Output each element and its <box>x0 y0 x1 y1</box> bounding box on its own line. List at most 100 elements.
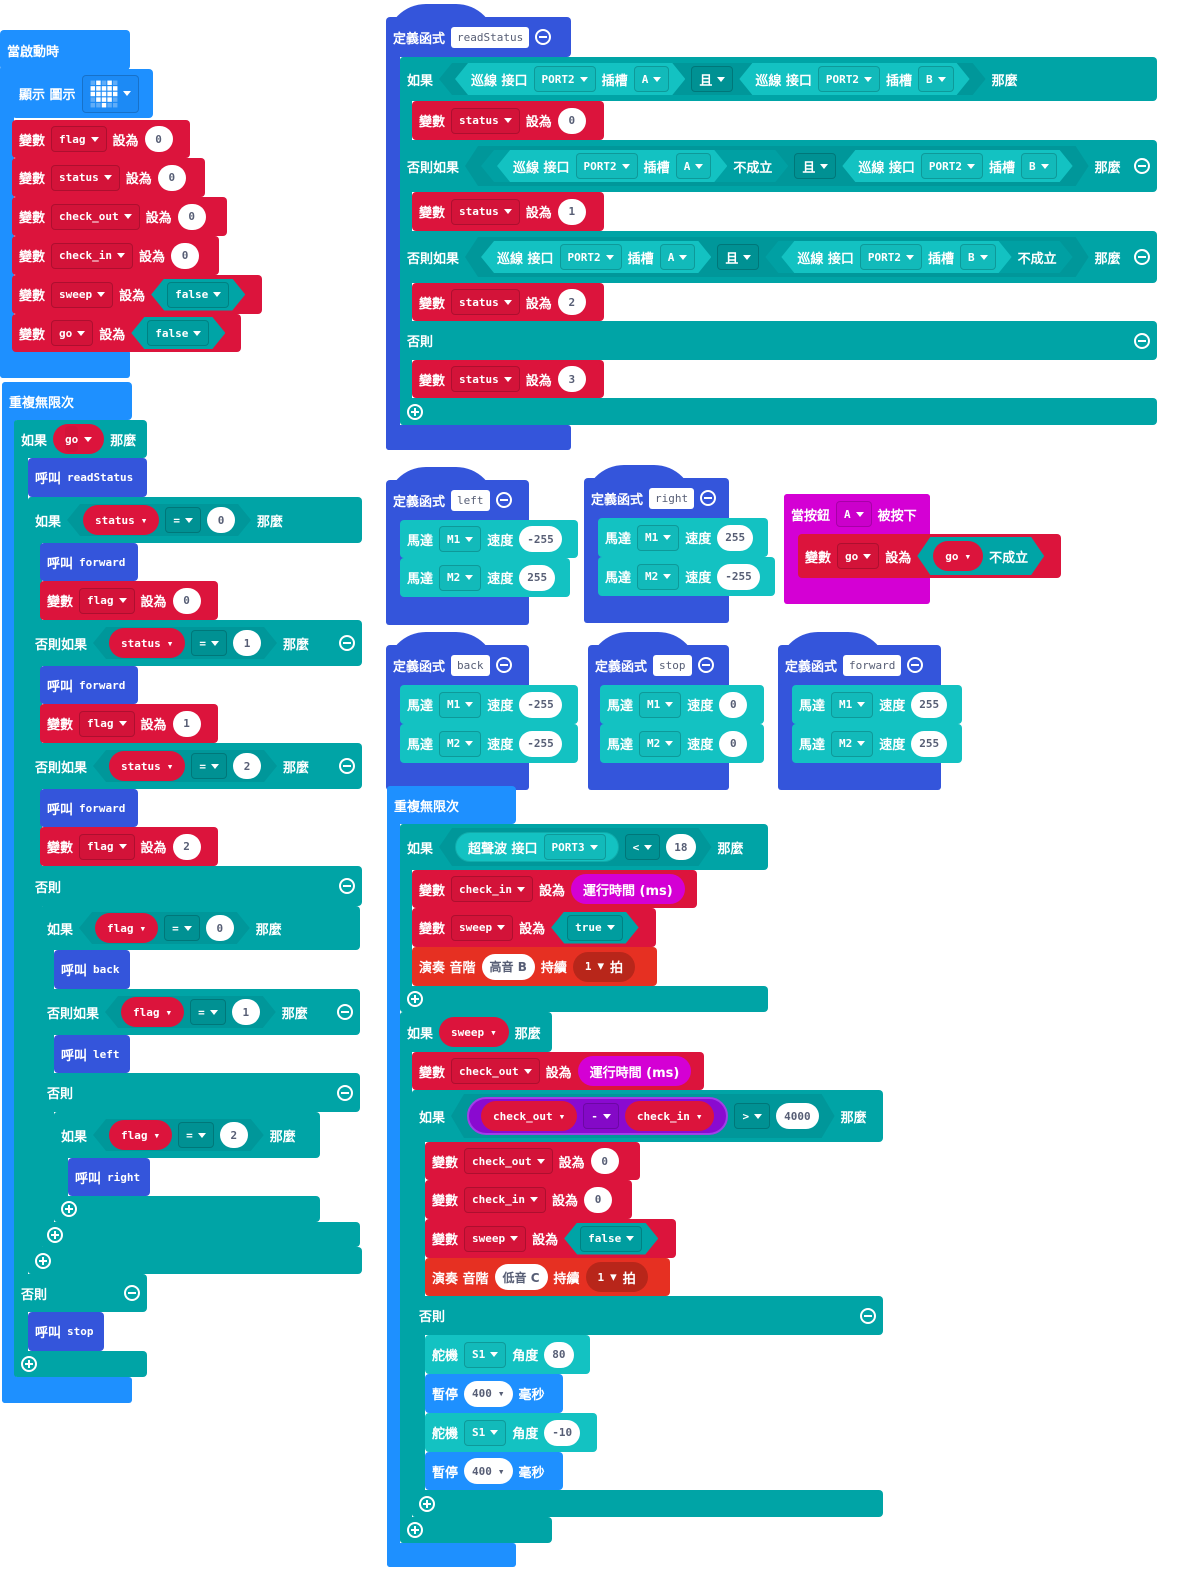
boolean-block[interactable]: false <box>131 317 225 349</box>
var-dropdown[interactable]: check_in <box>464 1186 546 1213</box>
operator-dropdown[interactable]: = <box>191 630 227 656</box>
speed-input[interactable]: -255 <box>717 563 760 590</box>
servo-dropdown[interactable]: S1 <box>464 1341 507 1368</box>
compare-block[interactable]: status▾=2 <box>93 750 277 782</box>
add-branch-icon[interactable] <box>407 1522 423 1538</box>
angle-input[interactable]: 80 <box>544 1341 574 1368</box>
add-branch-icon[interactable] <box>419 1495 435 1512</box>
forever-block[interactable]: 重複無限次 <box>387 786 516 824</box>
operator-dropdown[interactable]: = <box>164 915 200 941</box>
value-input[interactable]: 0 <box>584 1186 613 1213</box>
remove-else-icon[interactable] <box>860 1307 876 1324</box>
speed-input[interactable]: -255 <box>519 730 562 757</box>
else-block[interactable]: 否則 <box>14 1274 147 1312</box>
boolean-dropdown[interactable]: false <box>167 282 229 308</box>
collapse-icon[interactable] <box>907 657 924 673</box>
beat-dropdown[interactable]: 1▾拍 <box>585 1262 648 1292</box>
collapse-icon[interactable] <box>535 29 552 45</box>
var-dropdown[interactable]: check_out <box>464 1148 553 1174</box>
port-dropdown[interactable]: PORT2 <box>818 66 880 92</box>
var-reporter[interactable]: go <box>53 424 105 454</box>
value-input[interactable]: 0 <box>172 587 201 614</box>
pause-dropdown[interactable]: 400▾ <box>464 1458 513 1484</box>
port-dropdown[interactable]: PORT2 <box>860 244 922 270</box>
value-input[interactable]: 0 <box>177 203 206 230</box>
value-input[interactable]: 0 <box>557 107 586 134</box>
var-dropdown[interactable]: sweep <box>464 1225 527 1252</box>
function-name-field[interactable]: readStatus <box>451 26 530 48</box>
slot-dropdown[interactable]: A <box>634 66 670 92</box>
value-input[interactable]: 0 <box>171 242 200 269</box>
value-input[interactable]: 0 <box>157 164 186 191</box>
var-dropdown[interactable]: status <box>451 107 520 134</box>
value-input[interactable]: 0 <box>144 126 173 152</box>
icon-dropdown[interactable] <box>81 74 139 113</box>
else-block[interactable]: 否則 <box>28 866 362 906</box>
value-input[interactable]: 0 <box>207 507 235 533</box>
operator-dropdown[interactable]: = <box>191 753 227 779</box>
value-input[interactable]: 2 <box>233 753 261 779</box>
beat-dropdown[interactable]: 1▾拍 <box>572 951 636 982</box>
motor-dropdown[interactable]: M2 <box>637 563 680 590</box>
speed-input[interactable]: -255 <box>519 526 562 552</box>
runtime-block[interactable]: 運行時間 (ms) <box>577 1056 692 1086</box>
distance-input[interactable]: 18 <box>666 834 695 860</box>
operator-dropdown[interactable]: = <box>178 1122 214 1148</box>
var-reporter[interactable]: go▾ <box>933 541 983 571</box>
compare-block[interactable]: flag▾=0 <box>79 912 250 944</box>
remove-branch-icon[interactable] <box>339 635 355 651</box>
remove-branch-icon[interactable] <box>1134 158 1150 174</box>
slot-dropdown[interactable]: B <box>1021 153 1057 179</box>
motor-dropdown[interactable]: M1 <box>637 524 680 551</box>
var-dropdown[interactable]: sweep <box>451 914 514 941</box>
speed-input[interactable]: -255 <box>519 691 562 718</box>
var-dropdown[interactable]: check_out <box>51 203 140 230</box>
compare-block[interactable]: flag▾=2 <box>93 1119 264 1151</box>
operator-dropdown[interactable]: = <box>190 999 226 1025</box>
var-dropdown[interactable]: sweep <box>51 281 114 308</box>
remove-branch-icon[interactable] <box>337 1004 353 1020</box>
servo-dropdown[interactable]: S1 <box>464 1419 507 1446</box>
function-name-field[interactable]: stop <box>653 654 692 676</box>
var-reporter[interactable]: check_in▾ <box>625 1101 715 1131</box>
speed-input[interactable]: 255 <box>717 524 754 551</box>
value-input[interactable]: 1 <box>172 710 201 737</box>
button-dropdown[interactable]: A <box>836 501 872 527</box>
and-dropdown[interactable]: 且 <box>717 244 759 270</box>
remove-else-icon[interactable] <box>337 1084 353 1101</box>
port-dropdown[interactable]: PORT2 <box>576 153 638 179</box>
operator-dropdown[interactable]: = <box>165 507 201 533</box>
